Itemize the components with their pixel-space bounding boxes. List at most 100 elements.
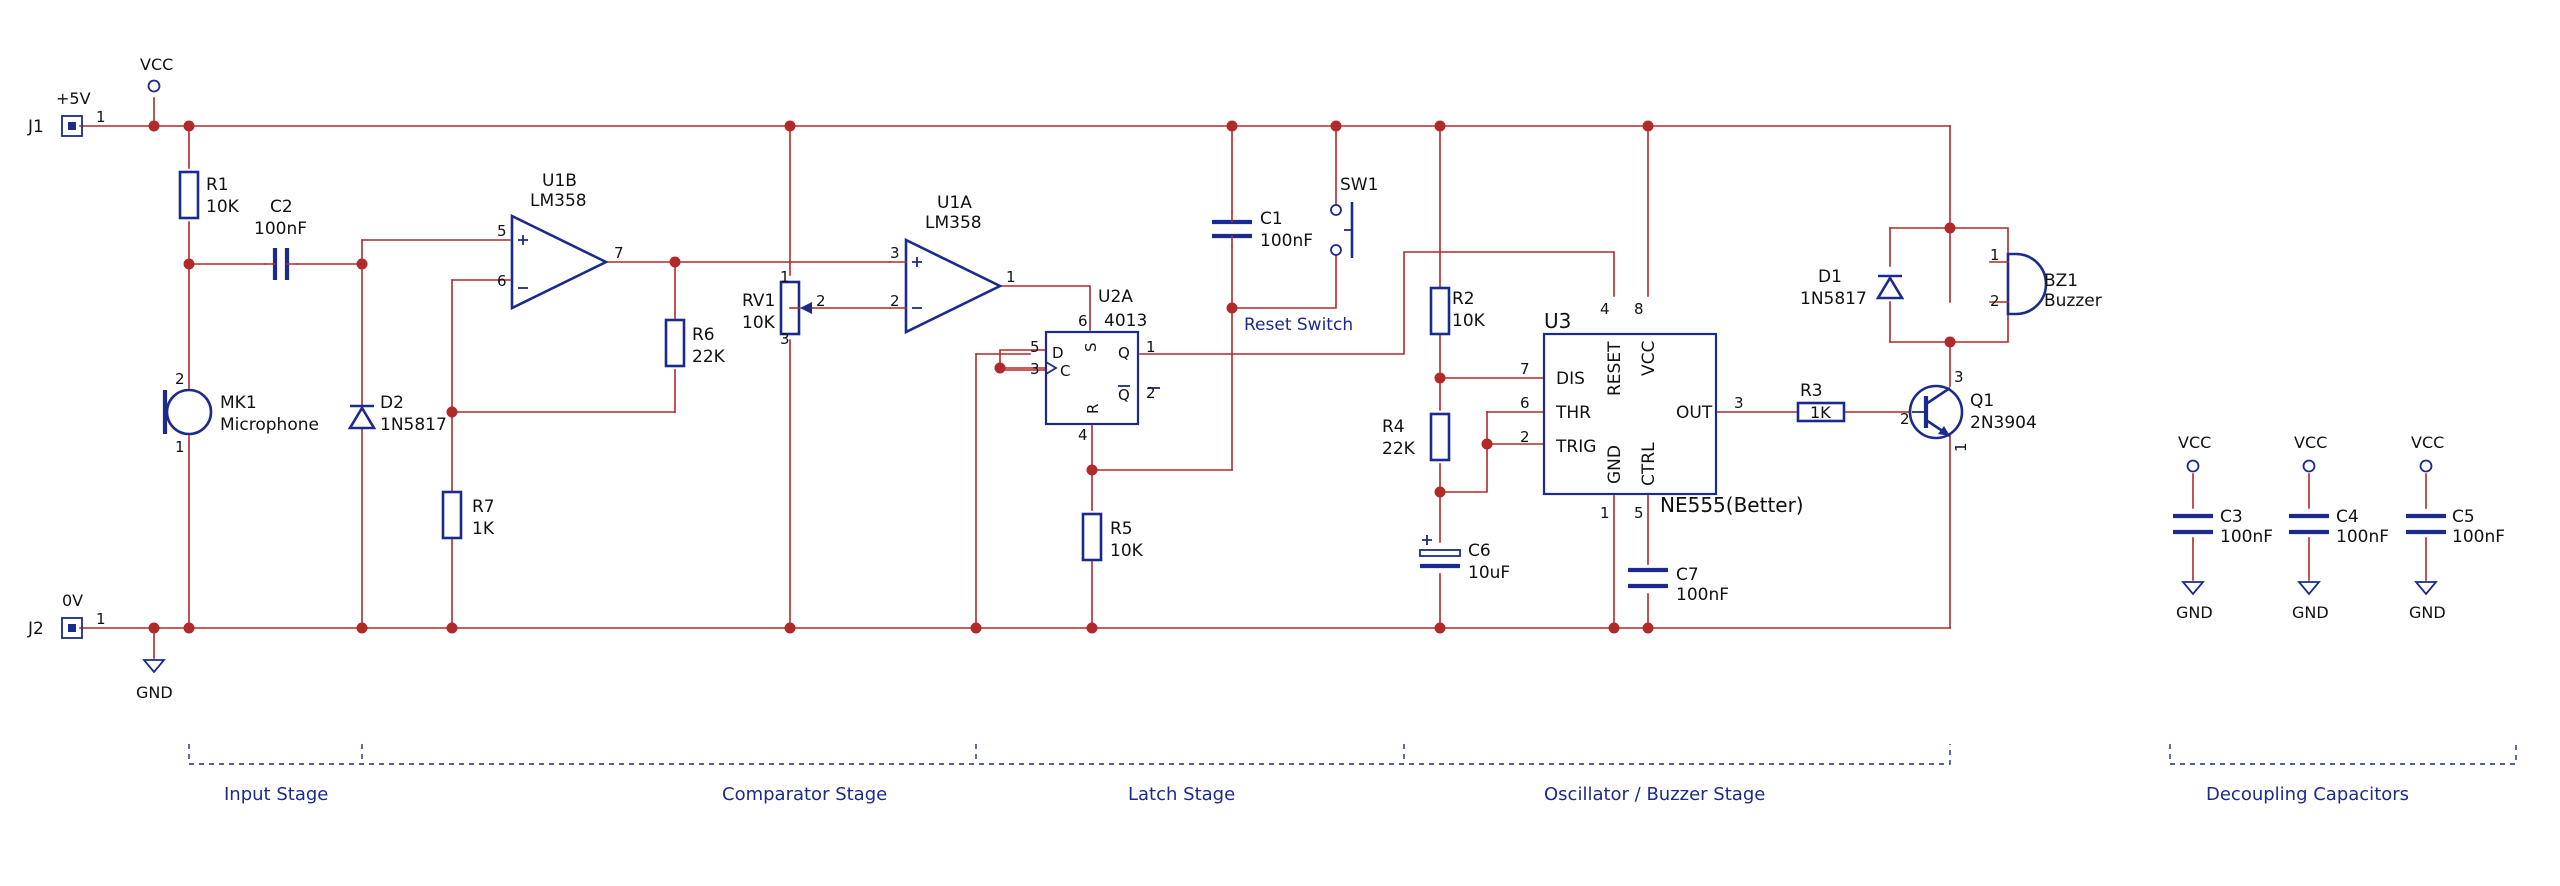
rv1-value: 10K <box>742 313 776 333</box>
rv1-ref: RV1 <box>742 291 775 311</box>
u2a-ref: U2A <box>1098 287 1133 307</box>
bz1-pin1: 1 <box>1990 246 2000 264</box>
c4-ref: C4 <box>2336 507 2359 527</box>
c4-gnd-label: GND <box>2292 603 2329 622</box>
u2a-pin-qn: 2 <box>1146 384 1156 402</box>
bz1-pin2: 2 <box>1990 292 2000 310</box>
c3-ref: C3 <box>2220 507 2243 527</box>
c5-gnd-label: GND <box>2409 603 2446 622</box>
r7-value: 1K <box>472 519 495 539</box>
q1-pin-c: 3 <box>1954 368 1964 386</box>
stage-label-latch: Latch Stage <box>1128 784 1235 805</box>
c7-ref: C7 <box>1676 565 1699 585</box>
u3-value: NE555(Better) <box>1660 493 1804 517</box>
u3-pinno-out: 3 <box>1734 394 1744 412</box>
r2-ref: R2 <box>1452 289 1475 309</box>
zero-label: 0V <box>62 591 83 610</box>
u3-pinno-reset: 4 <box>1600 300 1610 318</box>
resistor-r1: R1 10K <box>178 170 240 220</box>
j2-ref: J2 <box>27 619 44 639</box>
stage-brackets <box>188 744 2517 765</box>
u2a-pin-q: 1 <box>1146 338 1156 356</box>
stage-label-oscillator: Oscillator / Buzzer Stage <box>1544 784 1765 805</box>
u1b-pin-minus: 6 <box>497 272 507 290</box>
u3-pinno-thr: 6 <box>1520 394 1530 412</box>
u3-pin-vcc: VCC <box>1639 341 1659 376</box>
u1a-pin-out: 1 <box>1006 268 1016 286</box>
u3-pin-out: OUT <box>1676 403 1713 423</box>
u3-pinno-gnd: 1 <box>1600 504 1610 522</box>
c5-value: 100nF <box>2452 527 2505 547</box>
c7-value: 100nF <box>1676 585 1729 605</box>
resistor-r2: R2 10K <box>1429 286 1486 336</box>
u1a-pin-minus: 2 <box>890 292 900 310</box>
r5-ref: R5 <box>1110 519 1133 539</box>
timer-u3: DIS THR TRIG OUT RESET VCC GND CTRL 7 6 … <box>1520 300 1804 522</box>
q1-pin-e: 1 <box>1952 442 1970 452</box>
stage-label-input: Input Stage <box>224 784 328 805</box>
c1-value: 100nF <box>1260 231 1313 251</box>
microphone-mk1: 2 1 MK1 Microphone <box>162 370 319 456</box>
connector-j2: J2 1 0V <box>27 591 106 639</box>
opamp-u1a: 3 2 1 U1A LM358 <box>890 193 1016 335</box>
u2a-label-q: Q <box>1118 344 1130 362</box>
capacitor-c6: C6 10uF <box>1419 535 1510 583</box>
u3-pin-dis: DIS <box>1556 369 1585 389</box>
rv1-pin3: 3 <box>780 330 790 348</box>
q1-pin-b: 2 <box>1900 410 1910 428</box>
u1b-pin-plus: 5 <box>497 222 507 240</box>
potentiometer-rv1: 1 2 3 RV1 10K <box>742 268 826 348</box>
bz1-ref: BZ1 <box>2044 271 2078 291</box>
mk1-pin-b: 1 <box>175 438 185 456</box>
u3-pin-thr: THR <box>1555 403 1591 423</box>
u3-pinno-trig: 2 <box>1520 428 1530 446</box>
mk1-pin-a: 2 <box>175 370 185 388</box>
c5-ref: C5 <box>2452 507 2475 527</box>
r3-ref: R3 <box>1800 381 1823 401</box>
u2a-label-s: S <box>1082 342 1100 352</box>
diode-d1: D1 1N5817 <box>1800 267 1905 309</box>
flipflop-u2a: D C S R Q Q 5 3 6 4 1 2 U2A 4013 <box>1030 287 1160 444</box>
r1-value: 10K <box>206 197 240 217</box>
d1-value: 1N5817 <box>1800 289 1867 309</box>
buzzer-bz1: 1 2 BZ1 Buzzer <box>1989 246 2102 316</box>
r4-ref: R4 <box>1382 417 1405 437</box>
u1b-value: LM358 <box>530 191 587 211</box>
u3-pin-ctrl: CTRL <box>1639 442 1659 486</box>
opamp-u1b: 5 6 7 U1B LM358 <box>497 171 624 311</box>
vcc-label: VCC <box>140 55 173 74</box>
u2a-pin-c: 3 <box>1030 360 1040 378</box>
r1-ref: R1 <box>206 175 229 195</box>
u3-pin-reset: RESET <box>1605 341 1625 396</box>
capacitor-c2: C2 100nF <box>254 197 307 280</box>
u2a-value: 4013 <box>1104 311 1147 331</box>
r2-value: 10K <box>1452 311 1486 331</box>
switch-sw1[interactable]: SW1 Reset Switch <box>1244 175 1378 335</box>
c5-vcc-label: VCC <box>2411 433 2444 452</box>
plus5-label: +5V <box>56 89 91 108</box>
resistor-r3: R3 1K <box>1796 381 1846 423</box>
c2-value: 100nF <box>254 219 307 239</box>
transistor-q1: 2 3 1 Q1 2N3904 <box>1900 368 2037 452</box>
decoupling-c3: VCC GND C3 100nF <box>2173 433 2273 622</box>
r6-ref: R6 <box>692 325 715 345</box>
resistor-r7: R7 1K <box>441 490 495 540</box>
c3-gnd-label: GND <box>2176 603 2213 622</box>
junctions <box>148 120 1956 634</box>
u2a-label-d: D <box>1052 344 1064 362</box>
mk1-ref: MK1 <box>220 393 257 413</box>
capacitor-c7: C7 100nF <box>1628 565 1729 605</box>
d2-value: 1N5817 <box>380 415 447 435</box>
u1b-ref: U1B <box>542 171 577 191</box>
u2a-pin-r: 4 <box>1078 426 1088 444</box>
resistor-r4: R4 22K <box>1382 412 1451 462</box>
u1a-value: LM358 <box>925 213 982 233</box>
u2a-label-qn: Q <box>1118 386 1130 404</box>
stage-label-decoupling: Decoupling Capacitors <box>2206 784 2409 805</box>
resistor-r6: R6 22K <box>664 318 726 368</box>
d2-ref: D2 <box>380 393 404 413</box>
mk1-value: Microphone <box>220 415 319 435</box>
u2a-pin-d: 5 <box>1030 338 1040 356</box>
u3-pinno-dis: 7 <box>1520 360 1530 378</box>
u3-pin-trig: TRIG <box>1555 437 1596 457</box>
